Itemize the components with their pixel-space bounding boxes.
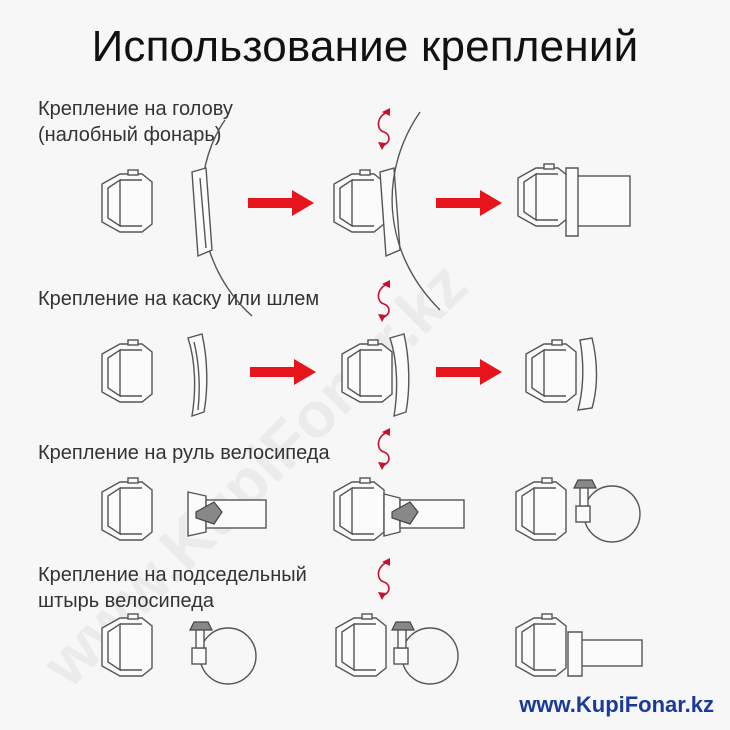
red-arrow-icon [436,359,502,385]
bike-clamp-icon [189,621,257,685]
website-link[interactable]: www.KupiFonar.kz [519,692,714,717]
rotate-icon [377,107,391,151]
red-arrow-icon [250,359,316,385]
headlamp-icon [341,339,393,403]
section-label-helmet: Крепление на каску или шлем [38,288,320,310]
rotate-icon [377,427,391,471]
headlamp-icon [517,163,569,227]
headlamp-icon [333,477,385,541]
headlamp-icon [335,613,387,677]
section-label-handlebar: Крепление на руль велосипеда [38,442,330,464]
bike-clamp-icon [573,479,641,543]
headlamp-icon [101,613,153,677]
bike-clamp-icon [391,621,459,685]
headlamp-icon [515,613,567,677]
mount-plate-icon [191,167,213,258]
section-label-head: Крепление на голову (налобный фонарь) [38,98,233,146]
section-label-seatpost: Крепление на подседельный штырь велосипе… [38,564,307,612]
headlamp-icon [101,339,153,403]
helmet-plate-icon [187,333,208,418]
head-mount-row [101,107,631,317]
handlebar-mount-row [101,427,641,543]
thumb-screw-icon [195,501,223,525]
helmet-mount-row [101,279,598,418]
seatpost-mount-row [101,557,643,685]
headlamp-icon [525,339,577,403]
red-arrow-icon [248,190,314,216]
page-title: Использование креплений [91,22,639,71]
rotate-icon [377,557,391,601]
rotate-icon [377,279,391,323]
headlamp-icon [333,169,385,233]
headlamp-icon [101,477,153,541]
headlamp-icon [101,169,153,233]
headlamp-icon [515,477,567,541]
red-arrow-icon [436,190,502,216]
